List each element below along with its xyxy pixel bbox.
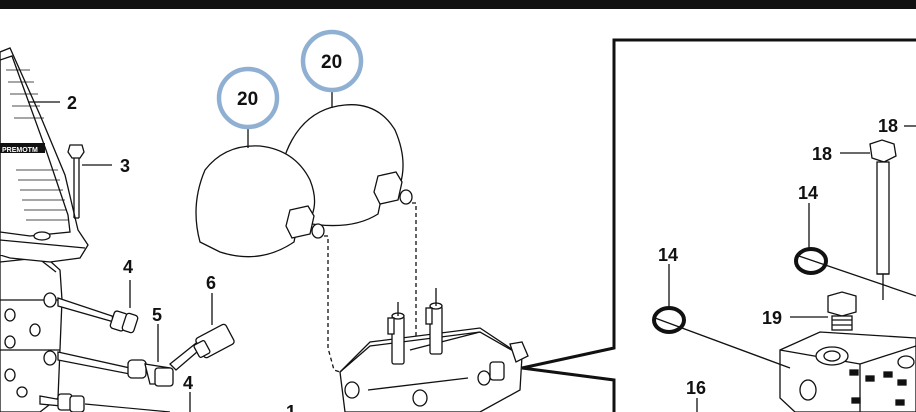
callout-1: 1 — [286, 402, 296, 412]
top-border — [0, 0, 916, 9]
detail-long-bolt — [869, 139, 897, 275]
detail-plug — [827, 291, 857, 331]
callout-2: 2 — [67, 93, 77, 113]
callout-19: 19 — [762, 308, 782, 328]
detail-inset — [521, 38, 916, 412]
fitting-lower — [39, 393, 85, 412]
callout-20-front: 20 — [237, 89, 258, 110]
elbow-fitting — [57, 351, 174, 387]
leader-line-lower — [84, 403, 171, 412]
callout-5: 5 — [152, 305, 162, 325]
leader-lines — [28, 92, 916, 412]
callout-20a-highlight-ring — [216, 66, 280, 130]
sensor-fitting — [169, 323, 235, 371]
callout-16: 16 — [686, 378, 706, 398]
callout-6: 6 — [206, 273, 216, 293]
hydraulic-valve — [339, 288, 529, 412]
callout-20b-highlight-ring — [300, 29, 364, 93]
callout-4-upper: 4 — [123, 257, 133, 277]
callout-20-rear: 20 — [321, 52, 342, 73]
pedal-brand-text: PREMOTM — [2, 147, 38, 154]
o-ring-upper-inner — [800, 252, 822, 270]
valve-block-stack — [0, 251, 63, 412]
detail-assembly-lines — [654, 254, 916, 369]
dashed-connection-lines — [324, 202, 417, 375]
callout-18-top: 18 — [878, 116, 898, 136]
detail-valve-block — [779, 331, 916, 412]
callout-3: 3 — [120, 156, 130, 176]
accumulator-front — [195, 145, 325, 258]
callout-4-lower: 4 — [183, 373, 193, 393]
callout-14-lower: 14 — [658, 245, 678, 265]
o-ring-upper — [794, 247, 828, 275]
fitting-upper — [57, 297, 139, 334]
bolt — [67, 144, 85, 219]
callout-14-upper: 14 — [798, 183, 818, 203]
callout-18-main: 18 — [812, 144, 832, 164]
foot-pedal — [0, 47, 89, 263]
